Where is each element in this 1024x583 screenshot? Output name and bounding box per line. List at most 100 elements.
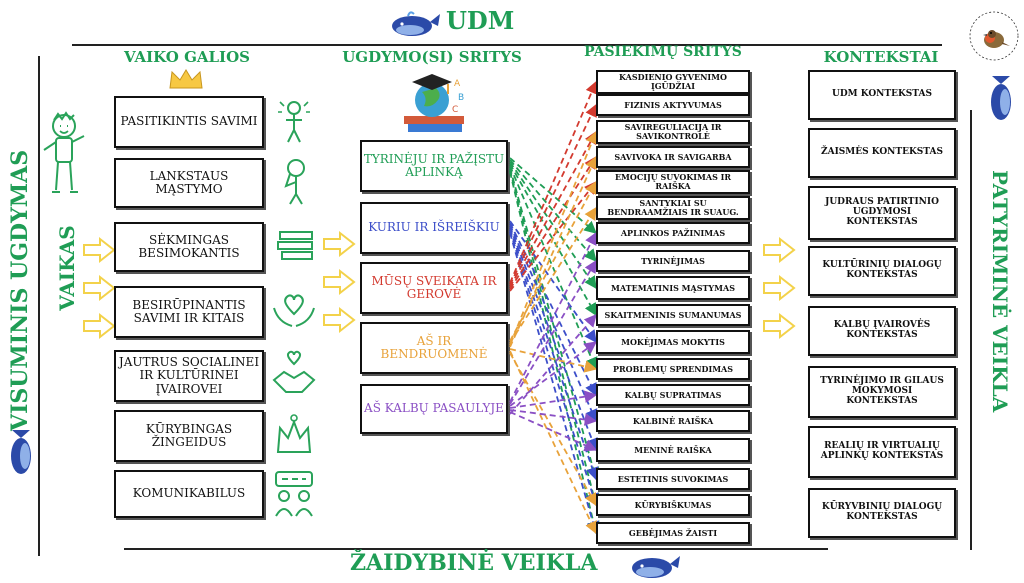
- title-whale-icon: [388, 8, 440, 38]
- pasiekimas-box-10: MOKĖJIMAS MOKYTIS: [596, 330, 750, 354]
- connection-1-13: [509, 224, 598, 423]
- connection-0-9: [509, 163, 597, 317]
- connection-0-7: [509, 159, 597, 262]
- pasiekimas-box-5: SANTYKIAI SU BENDRAAMŽIAIS IR SUAUG.: [596, 196, 750, 220]
- connection-0-15: [509, 167, 600, 481]
- connection-4-13: [509, 409, 598, 426]
- kindergarten-logo: [968, 10, 1020, 62]
- mid-arrows-arrow-1: [323, 268, 356, 296]
- mid-arrows: [323, 230, 356, 334]
- connection-4-9: [509, 314, 597, 415]
- connection-0-6: [509, 157, 597, 234]
- thinking-child-icon: [284, 159, 305, 205]
- kontekstas-box-3: KULTŪRINIŲ DIALOGŲ KONTEKSTAS: [808, 246, 956, 296]
- connection-2-2: [509, 130, 597, 288]
- pasiekimas-box-1: FIZINIS AKTYVUMAS: [596, 94, 750, 116]
- handshake-heart-icon: [272, 350, 316, 393]
- pasiekimas-box-11: PROBLEMŲ SPRENDIMAS: [596, 358, 750, 380]
- pasiekimas-box-16: KŪRYBIŠKUMAS: [596, 494, 750, 516]
- right-vertical-title: PATYRIMINĖ VEIKLA: [988, 170, 1012, 413]
- left-arrows-arrow-2: [83, 312, 116, 340]
- bird-logo-icon: [969, 11, 1019, 61]
- galia-box-2: SĖKMINGAS BESIMOKANTIS: [114, 222, 264, 272]
- mid-arrows-arrow-0: [323, 230, 356, 258]
- connection-1-15: [509, 228, 599, 481]
- right-vertical-rule: [970, 110, 972, 550]
- connection-4-12: [509, 390, 598, 409]
- page-title: UDM: [446, 6, 515, 35]
- bottom-title: ŽAIDYBINĖ VEIKLA: [350, 550, 598, 576]
- galios-header: VAIKO GALIOS: [124, 48, 250, 66]
- right-arrows-arrow-0: [763, 236, 796, 264]
- heart-hands-icon: [273, 294, 315, 327]
- globe-books-icon: A B C: [404, 74, 464, 132]
- top-rule: [72, 44, 942, 46]
- svg-text:A: A: [454, 79, 461, 89]
- left-arrows-arrow-1: [83, 274, 116, 302]
- galia-box-4: JAUTRUS SOCIALINEI IR KULTŪRINEI ĮVAIROV…: [114, 350, 264, 402]
- galia-box-0: PASITIKINTIS SAVIMI: [114, 96, 264, 148]
- crown-icon: [169, 69, 203, 89]
- connection-0-16: [509, 169, 600, 507]
- right-arrows: [763, 236, 796, 340]
- left-arrows-arrow-0: [83, 236, 116, 264]
- sritis-box-4: AŠ KALBŲ PASAULYJE: [360, 384, 508, 434]
- pasiekimas-box-4: EMOCIJŲ SUVOKIMAS IR RAIŠKA: [596, 170, 750, 194]
- right-arrows-arrow-1: [763, 274, 796, 302]
- sritys-header: UGDYMO(SI) SRITYS: [342, 48, 522, 66]
- connection-4-7: [509, 259, 597, 405]
- kontekstas-box-2: JUDRAUS PATIRTINIO UGDYMOSI KONTEKSTAS: [808, 186, 956, 240]
- kontekstas-box-7: KŪRYVBINIŲ DIALOGŲ KONTEKSTAS: [808, 488, 956, 538]
- connection-3-2: [509, 130, 598, 346]
- pasiekimas-box-15: ESTETINIS SUVOKIMAS: [596, 468, 750, 490]
- pasiekimas-box-9: SKAITMENINIS SUMANUMAS: [596, 304, 750, 326]
- right-arrows-arrow-2: [763, 312, 796, 340]
- whale-icon: [632, 556, 680, 578]
- whale-icon: [392, 11, 440, 36]
- connection-4-6: [509, 231, 597, 403]
- pasiekimas-box-8: MATEMATINIS MĄSTYMAS: [596, 276, 750, 300]
- crown-creativity-icon: [276, 414, 312, 453]
- connection-3-4: [509, 180, 597, 342]
- connection-4-14: [509, 411, 598, 452]
- sritis-box-2: MŪSŲ SVEIKATA IR GEROVĖ: [360, 262, 508, 314]
- sritis-box-1: KURIU IR IŠREIŠKIU: [360, 202, 508, 254]
- whale-icon: [991, 76, 1011, 120]
- mid-arrows-arrow-2: [323, 306, 356, 334]
- galia-box-5: KŪRYBINGAS ŽINGEIDUS: [114, 410, 264, 462]
- galia-box-3: BESIRŪPINANTIS SAVIMI IR KITAIS: [114, 286, 264, 338]
- connection-2-0: [509, 80, 598, 284]
- books-icon: [277, 231, 313, 260]
- galia-box-6: KOMUNIKABILUS: [114, 470, 264, 518]
- kontekstas-box-0: UDM KONTEKSTAS: [808, 70, 956, 120]
- pasiekimas-box-12: KALBŲ SUPRATIMAS: [596, 384, 750, 406]
- kontekstai-header: KONTEKSTAI: [823, 48, 939, 66]
- connection-3-3: [509, 155, 598, 348]
- child-figure: [40, 110, 88, 200]
- connection-3-17: [509, 350, 597, 535]
- connection-2-3: [509, 155, 597, 290]
- pasiekimas-box-2: SAVIREGULIACIJA IR SAVIKONTROLĖ: [596, 120, 750, 144]
- galia-box-1: LANKSTAUS MĄSTYMO: [114, 158, 264, 208]
- connection-1-16: [509, 230, 599, 507]
- vaikas-vertical-title: VAIKAS: [55, 225, 79, 311]
- pasiekimas-box-17: GEBĖJIMAS ŽAISTI: [596, 522, 750, 544]
- left-arrows: [83, 236, 116, 340]
- connection-2-1: [509, 103, 597, 286]
- pasiekimai-header: PASIEKIMŲ SRITYS: [584, 44, 742, 60]
- bottom-rule: [124, 548, 828, 550]
- sritis-box-0: TYRINĖJU IR PAŽĮSTU APLINKĄ: [360, 140, 508, 192]
- connection-0-8: [509, 161, 597, 290]
- whale-icon: [11, 430, 31, 474]
- connection-4-10: [509, 341, 598, 407]
- child-figure-icon: [43, 111, 85, 193]
- sritis-box-3: AŠ IR BENDRUOMENĖ: [360, 322, 508, 374]
- confident-child-icon: [278, 101, 310, 143]
- connection-1-17: [509, 232, 599, 535]
- chat-people-icon: [275, 471, 313, 517]
- connection-2-4: [509, 181, 597, 292]
- kontekstas-box-1: ŽAISMĖS KONTEKSTAS: [808, 128, 956, 178]
- connection-1-12: [509, 222, 597, 397]
- left-vertical-rule: [38, 56, 40, 556]
- pasiekimas-box-0: KASDIENIO GYVENIMO ĮGŪDŽIAI: [596, 70, 750, 94]
